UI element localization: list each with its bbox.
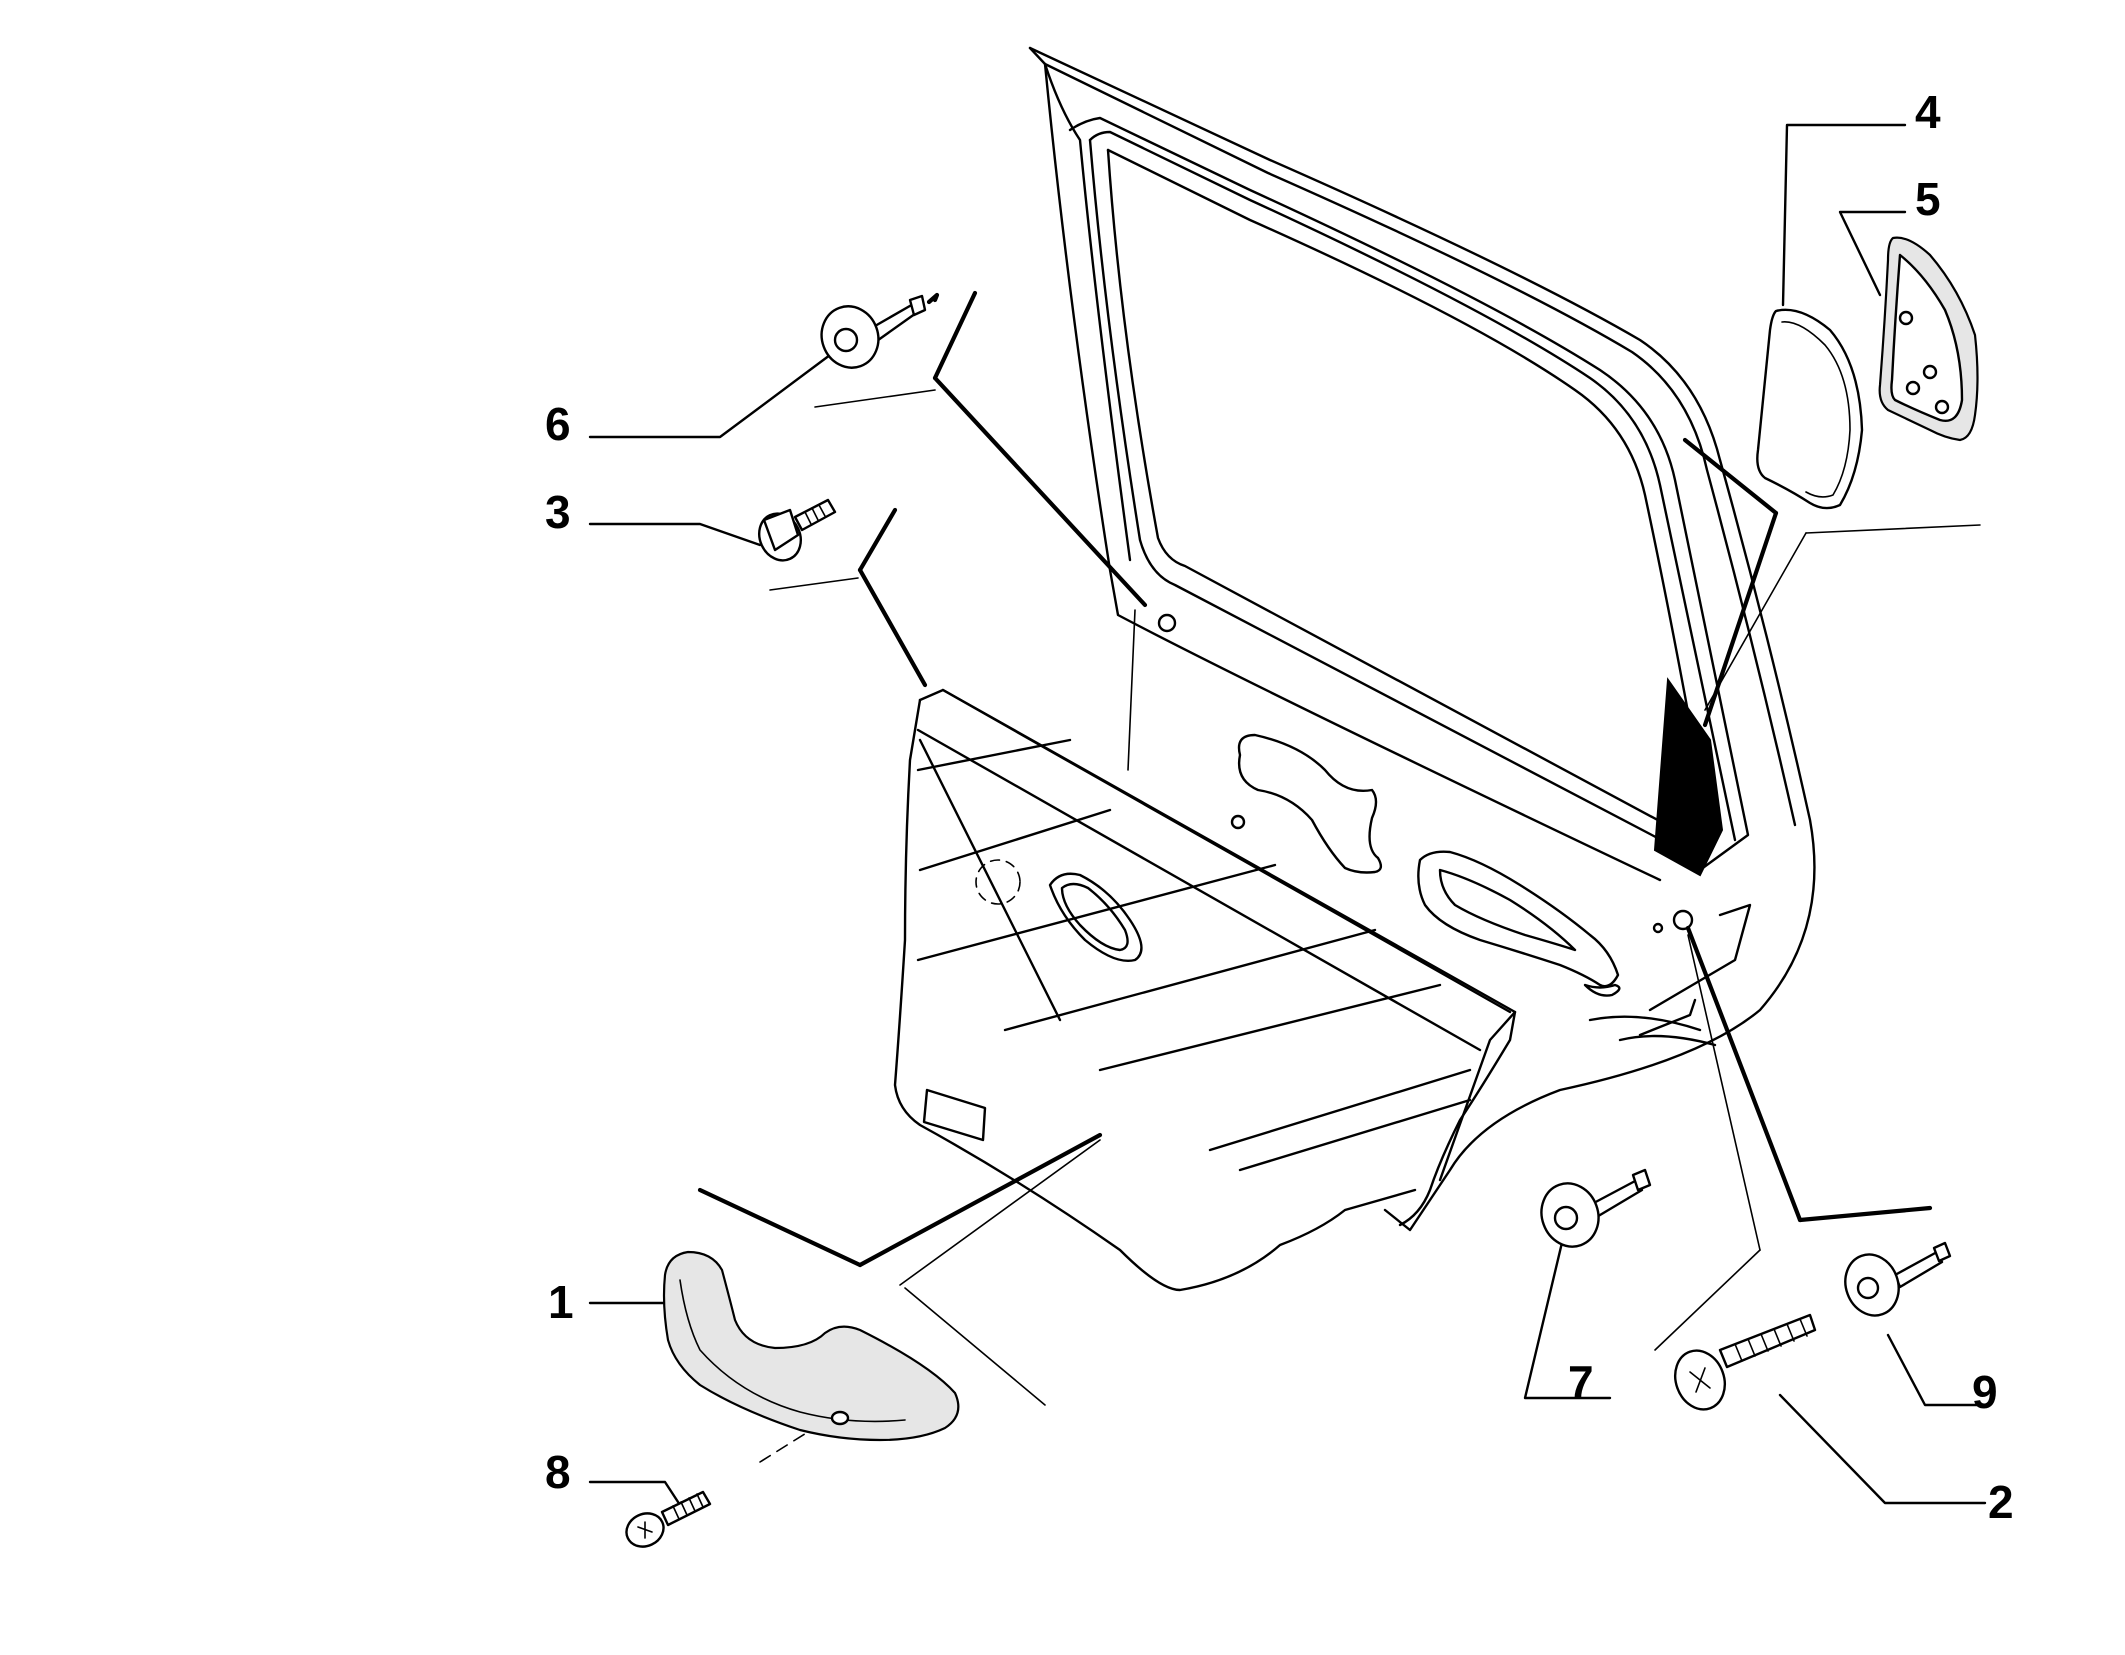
part-2-screw [1674, 1313, 1817, 1411]
leader-8 [588, 1480, 682, 1507]
leader-4 [1781, 123, 1907, 307]
leader-6 [588, 353, 832, 439]
part-7-clip [1540, 1168, 1652, 1248]
part-9-clip [1844, 1241, 1952, 1317]
part-6-clip [820, 294, 927, 369]
part-3-screw [758, 498, 837, 562]
part-5-cover [1878, 236, 1979, 442]
leader-lines [588, 123, 1987, 1507]
callout-9: 9 [1972, 1366, 1998, 1418]
callout-2: 2 [1988, 1476, 2014, 1528]
part-4-cover [1756, 308, 1864, 510]
callout-8: 8 [545, 1446, 571, 1498]
leader-7 [1523, 1228, 1612, 1400]
rear-door-panel [893, 46, 1816, 1292]
callout-7: 7 [1568, 1356, 1594, 1408]
leader-2 [1778, 1393, 1987, 1505]
callout-1: 1 [548, 1276, 574, 1328]
callout-6: 6 [545, 398, 571, 450]
callout-4: 4 [1915, 86, 1941, 138]
part-1-grab-handle [662, 1250, 960, 1442]
leader-3 [588, 522, 762, 547]
callout-5: 5 [1915, 173, 1941, 225]
leader-5 [1838, 210, 1907, 297]
callout-3: 3 [545, 486, 571, 538]
part-8-screw [625, 1490, 712, 1548]
pointer-6 [926, 292, 940, 305]
leader-9 [1886, 1333, 1987, 1407]
